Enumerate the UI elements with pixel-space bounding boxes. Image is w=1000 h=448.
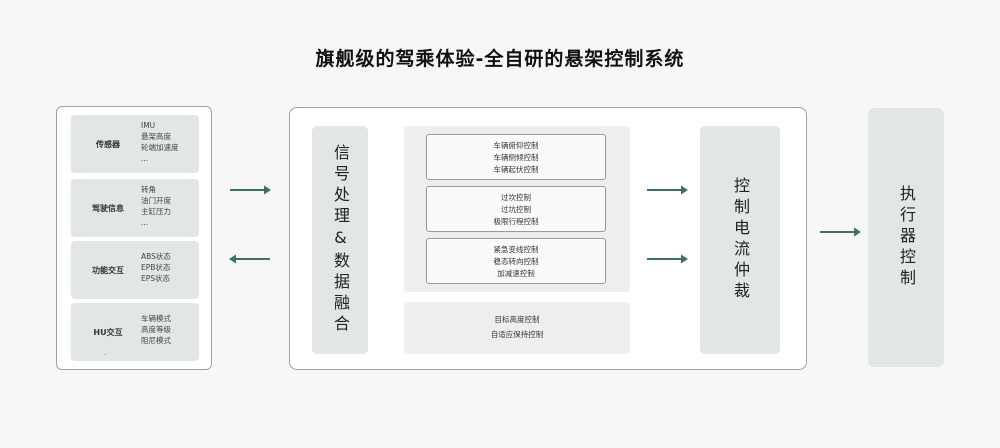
signal-processing-box: 信号处理&数据融合 — [312, 126, 368, 354]
control-item: 过坎控制 — [501, 193, 531, 202]
group-items: IMU 悬架高度 轮端加速度 ... — [141, 120, 199, 164]
arrow-right-icon — [820, 227, 861, 237]
group-hu-interaction: HU交互 . 车辆模式 高度等级 阻尼模式 — [71, 303, 199, 361]
group-note: . — [104, 349, 107, 357]
current-arbitration-label: 控制电流仲裁 — [731, 177, 750, 303]
control-item: 过坑控制 — [501, 205, 531, 214]
group-item: 主缸压力 — [141, 207, 171, 216]
group-item: 转角 — [141, 185, 156, 194]
group-item: IMU — [141, 121, 156, 130]
group-item: EPB状态 — [141, 263, 171, 272]
height-control-area: 目标高度控制 自适应保持控制 — [404, 302, 630, 354]
group-driving-info: 驾驶信息 转角 油门开度 主缸压力 ... — [71, 179, 199, 237]
group-label: 传感器 — [96, 139, 120, 149]
control-item: 加减速控制 — [497, 269, 535, 278]
arrow-left-icon — [229, 254, 270, 264]
signal-processing-label: 信号处理&数据融合 — [331, 144, 350, 336]
group-item: EPS状态 — [141, 274, 171, 283]
control-item: 车辆起伏控制 — [493, 165, 539, 174]
group-item: 车辆模式 — [141, 314, 171, 323]
group-label: 功能交互 — [92, 265, 124, 275]
control-item: 稳态转向控制 — [493, 257, 539, 266]
control-functions-area: 车辆俯仰控制 车辆侧倾控制 车辆起伏控制 过坎控制 过坑控制 极限行程控制 紧急… — [404, 126, 630, 292]
actuator-control-box: 执行器控制 — [868, 108, 944, 367]
group-items: 转角 油门开度 主缸压力 ... — [141, 184, 199, 228]
control-item: 紧急变线控制 — [493, 245, 539, 254]
group-item: 阻尼模式 — [141, 336, 171, 345]
group-item: 轮端加速度 — [141, 143, 179, 152]
group-item: 悬架高度 — [141, 132, 171, 141]
diagram-title: 旗舰级的驾乘体验-全自研的悬架控制系统 — [315, 48, 685, 70]
group-item: 油门开度 — [141, 196, 171, 205]
group-items: ABS状态 EPB状态 EPS状态 — [141, 251, 199, 284]
height-control-item: 自适应保持控制 — [490, 330, 544, 339]
group-item: ABS状态 — [141, 252, 171, 261]
control-group-obstacle: 过坎控制 过坑控制 极限行程控制 — [426, 186, 606, 232]
group-item: 高度等级 — [141, 325, 171, 334]
height-control-item: 目标高度控制 — [494, 315, 540, 324]
actuator-control-label: 执行器控制 — [897, 185, 916, 290]
arrow-right-icon — [230, 185, 271, 195]
group-items: 车辆模式 高度等级 阻尼模式 — [141, 313, 199, 346]
control-group-body: 车辆俯仰控制 车辆侧倾控制 车辆起伏控制 — [426, 134, 606, 180]
arrow-right-icon — [647, 185, 688, 195]
group-label: HU交互 — [93, 327, 123, 337]
group-label: 驾驶信息 — [92, 203, 124, 213]
group-item: ... — [141, 154, 149, 163]
control-item: 车辆俯仰控制 — [493, 141, 539, 150]
input-panel: 传感器 IMU 悬架高度 轮端加速度 ... 驾驶信息 转角 油门开度 主缸压力… — [56, 106, 212, 370]
group-function-interaction: 功能交互 ABS状态 EPB状态 EPS状态 — [71, 241, 199, 299]
group-sensors: 传感器 IMU 悬架高度 轮端加速度 ... — [71, 115, 199, 173]
current-arbitration-box: 控制电流仲裁 — [700, 126, 780, 354]
control-item: 极限行程控制 — [493, 217, 539, 226]
control-item: 车辆侧倾控制 — [493, 153, 539, 162]
control-group-dynamics: 紧急变线控制 稳态转向控制 加减速控制 — [426, 238, 606, 284]
arrow-right-icon — [647, 254, 688, 264]
group-item: ... — [141, 218, 149, 227]
control-panel: 信号处理&数据融合 车辆俯仰控制 车辆侧倾控制 车辆起伏控制 过坎控制 过坑控制… — [289, 107, 807, 370]
